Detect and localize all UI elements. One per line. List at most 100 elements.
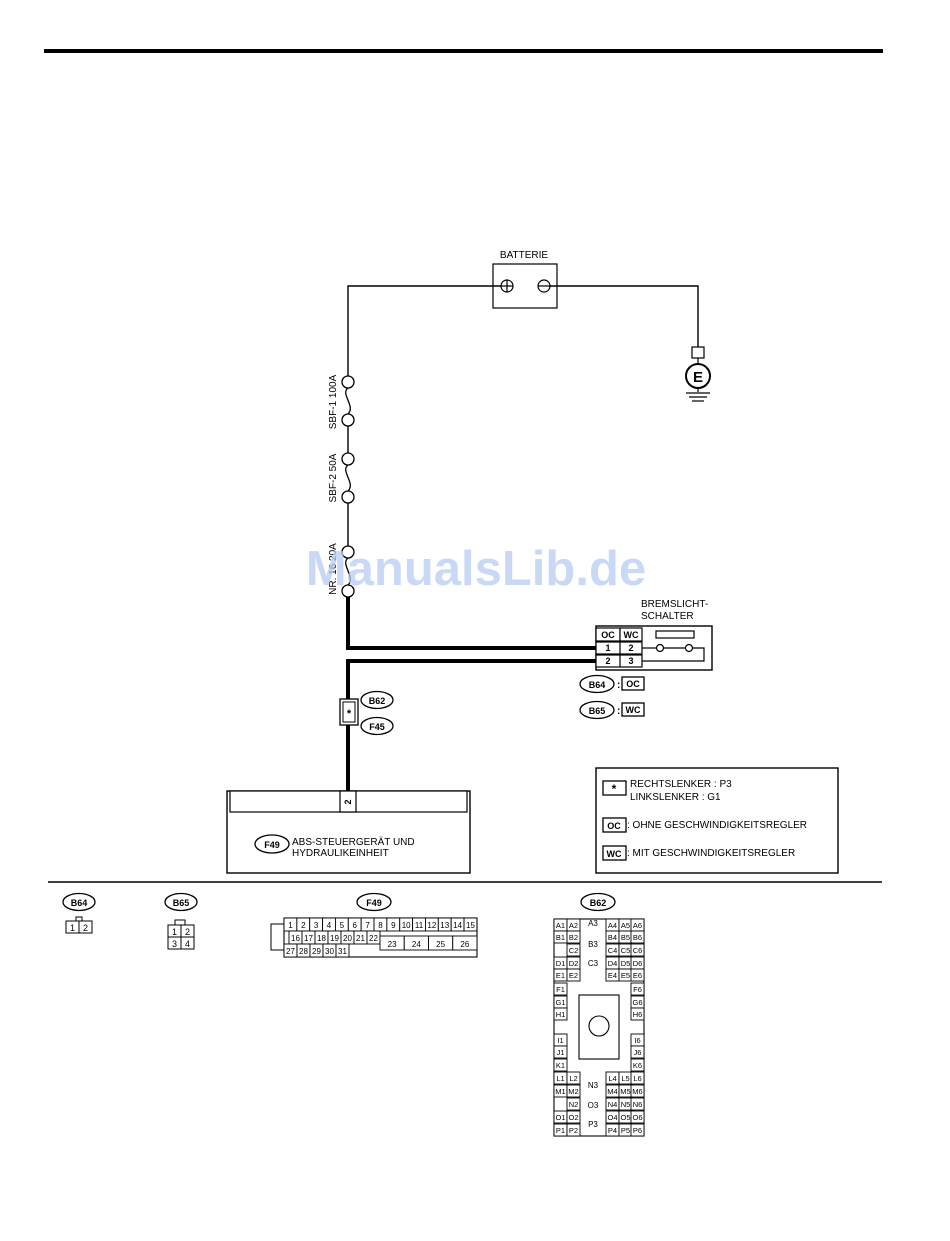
pin-label: A5 xyxy=(621,921,630,930)
pin-label: M4 xyxy=(607,1087,617,1096)
pin-label: 1 xyxy=(172,927,177,937)
connector-id: B64 xyxy=(589,680,606,690)
connector-tag-b64: B64 : OC xyxy=(579,674,645,694)
pin-label: B6 xyxy=(633,933,642,942)
pin-cell xyxy=(630,982,645,996)
pin-label: P2 xyxy=(569,1126,578,1135)
pin-label: M5 xyxy=(620,1087,630,1096)
pin-label: 14 xyxy=(453,921,462,930)
pin-label: D4 xyxy=(608,959,618,968)
pin-label: H1 xyxy=(556,1010,566,1019)
pin-cell xyxy=(553,1058,568,1072)
pin-label: 2 xyxy=(301,921,306,930)
switch-col-oc: OC xyxy=(601,630,615,640)
wire-fuse-to-brake-switch xyxy=(346,597,598,650)
pin-label: N6 xyxy=(633,1100,643,1109)
pin-label: P4 xyxy=(608,1126,617,1135)
pin-cell xyxy=(566,1123,581,1137)
fuse-label: SBF-1 100A xyxy=(328,374,339,429)
pin-label: O6 xyxy=(632,1113,642,1122)
pin-label: O2 xyxy=(568,1113,578,1122)
pin-label: M2 xyxy=(568,1087,578,1096)
connector-view-b64: B64 1 2 xyxy=(62,892,96,934)
svg-text::: : xyxy=(617,680,620,691)
pin-label: F6 xyxy=(633,985,642,994)
legend-tag: OC xyxy=(607,821,621,831)
star-symbol: * xyxy=(347,708,352,720)
pin-label: 19 xyxy=(330,934,339,943)
pin-label: O5 xyxy=(620,1113,630,1122)
pin-label: L4 xyxy=(608,1074,616,1083)
pin-label: 18 xyxy=(317,934,326,943)
wire-battery-negative xyxy=(550,285,699,348)
pin-cell xyxy=(553,982,568,996)
fuse-sbf-2: SBF-2 50A xyxy=(328,452,355,504)
pin-label: C6 xyxy=(633,946,643,955)
pin-label: 7 xyxy=(365,921,370,930)
pin-cell xyxy=(566,1071,581,1085)
legend-text: : OHNE GESCHWINDIGKEITSREGLER xyxy=(627,820,807,831)
inline-connector: * B62 F45 xyxy=(339,690,394,736)
pin-label: 21 xyxy=(356,934,365,943)
pin-cell xyxy=(452,935,478,951)
switch-plunger xyxy=(655,630,695,639)
pin-cell xyxy=(463,917,478,932)
b62-center-hole xyxy=(588,1015,610,1037)
pin-cell xyxy=(630,1110,645,1124)
ground-label: E xyxy=(693,369,703,386)
pin-cell xyxy=(566,943,581,957)
pin-label: A4 xyxy=(608,921,617,930)
connector-id: B62 xyxy=(369,696,386,706)
switch-pin: 1 xyxy=(605,643,610,653)
pin-cell xyxy=(553,1007,568,1021)
pin-cell xyxy=(566,1084,581,1098)
pin-cell xyxy=(630,968,645,982)
pin-label: N2 xyxy=(569,1100,579,1109)
pin-label: B2 xyxy=(569,933,578,942)
pin-label: 3 xyxy=(172,939,177,949)
wire-brake-switch-to-abs xyxy=(346,659,598,700)
pin-label: P3 xyxy=(588,1120,598,1129)
pin-label: 2 xyxy=(185,927,190,937)
pin-label: D1 xyxy=(556,959,566,968)
switch-pin: 3 xyxy=(628,656,633,666)
pin-label: 17 xyxy=(304,934,313,943)
pin-label: E5 xyxy=(621,971,630,980)
pin-cell xyxy=(630,1071,645,1085)
pin-label: D6 xyxy=(633,959,643,968)
pin-label: 20 xyxy=(343,934,352,943)
pin-label: 29 xyxy=(312,947,321,956)
pin-label: 4 xyxy=(185,939,190,949)
battery-label: BATTERIE xyxy=(500,250,548,261)
pin-label: E6 xyxy=(633,971,642,980)
pin-label: 31 xyxy=(338,947,347,956)
pin-label: 2 xyxy=(83,923,88,933)
pin-label: N3 xyxy=(588,1081,599,1090)
pin-label: A3 xyxy=(588,919,598,928)
connector-id: F45 xyxy=(369,722,385,732)
pin-label: 22 xyxy=(369,934,378,943)
battery: BATTERIE xyxy=(492,250,558,309)
pin-label: 5 xyxy=(340,921,345,930)
brake-switch-label: SCHALTER xyxy=(641,611,694,622)
pin-label: 3 xyxy=(314,921,319,930)
pin-label: 10 xyxy=(402,921,411,930)
pin-label: 16 xyxy=(291,934,300,943)
pin-label: B1 xyxy=(556,933,565,942)
pin-label: E4 xyxy=(608,971,617,980)
pin-cell xyxy=(335,943,350,958)
pin-cell xyxy=(553,1045,568,1059)
pin-label: M6 xyxy=(632,1087,642,1096)
brake-switch-label: BREMSLICHT- xyxy=(641,599,708,610)
pin-label: E1 xyxy=(556,971,565,980)
pin-label: F1 xyxy=(556,985,565,994)
watermark: ManualsLib.de xyxy=(306,542,646,596)
pin-label: D2 xyxy=(569,959,579,968)
pin-cell xyxy=(630,1058,645,1072)
pin-label: C3 xyxy=(588,959,599,968)
connector-tag-b65: B65 : WC xyxy=(579,700,645,720)
pin-label: B3 xyxy=(588,940,598,949)
pin-label: O3 xyxy=(588,1101,599,1110)
